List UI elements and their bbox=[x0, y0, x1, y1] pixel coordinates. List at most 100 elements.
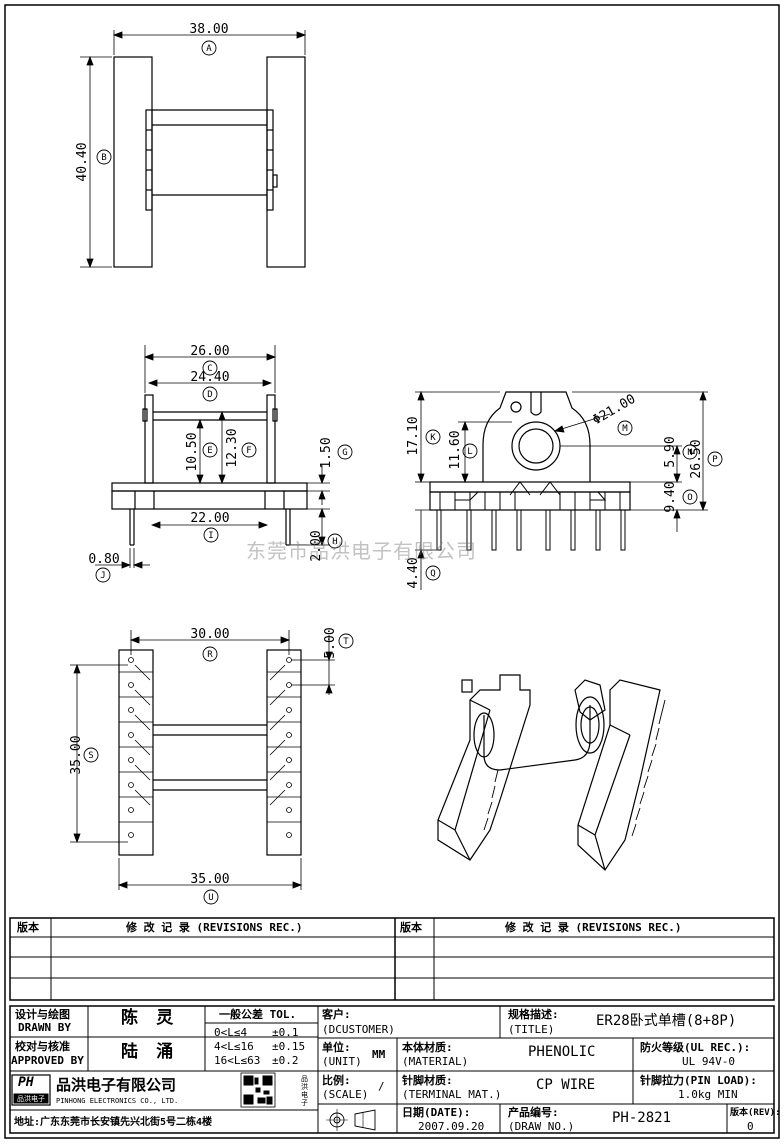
customer-label: 客户: bbox=[322, 1008, 351, 1021]
company-logo: PH bbox=[18, 1075, 34, 1090]
balloon-letter-e: E bbox=[207, 446, 212, 456]
dim-side-1710: 17.10 bbox=[406, 416, 421, 455]
revision-table bbox=[9, 917, 775, 1001]
revision-rec-header-left: 修 改 记 录 (REVISIONS REC.) bbox=[126, 921, 303, 934]
dim-bottom-3000: 30.00 bbox=[190, 627, 229, 642]
material-label: 本体材质: bbox=[402, 1041, 453, 1054]
drawno-en: (DRAW NO.) bbox=[508, 1120, 575, 1133]
tol-range-1: 0<L≤4 bbox=[214, 1026, 248, 1039]
balloon-letter-o: O bbox=[687, 493, 692, 503]
unit-value: MM bbox=[372, 1048, 386, 1061]
dim-side-940: 9.40 bbox=[663, 481, 678, 512]
revision-ver-header-right: 版本 bbox=[400, 921, 422, 934]
checker-label-en: APPROVED BY bbox=[11, 1054, 84, 1067]
balloon-letter-n: N bbox=[687, 448, 692, 458]
balloon-letter-g: G bbox=[342, 448, 347, 458]
spec-label: 规格描述: bbox=[508, 1008, 559, 1021]
scale-en: (SCALE) bbox=[322, 1088, 369, 1101]
balloon-letter-m: M bbox=[622, 424, 628, 434]
balloon-k bbox=[425, 429, 441, 445]
spec-value: ER28卧式单槽(8+8P) bbox=[596, 1013, 737, 1029]
balloon-j bbox=[95, 567, 111, 583]
rev-value: 0 bbox=[747, 1120, 754, 1133]
balloon-letter-s: S bbox=[88, 751, 93, 761]
dim-top-width: 38.00 bbox=[189, 22, 228, 37]
balloon-letter-q: Q bbox=[430, 569, 435, 579]
drawno-value: PH-2821 bbox=[612, 1110, 672, 1126]
designer-label-cn: 设计与绘图 bbox=[15, 1008, 70, 1021]
balloon-c bbox=[202, 360, 218, 376]
dim-front-1050: 10.50 bbox=[185, 432, 200, 471]
balloon-a bbox=[201, 40, 217, 56]
dim-side-1160: 11.60 bbox=[448, 430, 463, 469]
balloon-r bbox=[202, 646, 218, 662]
dim-bottom-3500-h: 35.00 bbox=[190, 872, 229, 887]
date-label: 日期(DATE): bbox=[402, 1106, 471, 1119]
spec-en: (TITLE) bbox=[508, 1023, 555, 1036]
dim-side-590: 5.90 bbox=[663, 436, 678, 467]
title-block bbox=[9, 1005, 775, 1134]
balloons bbox=[83, 40, 723, 905]
balloon-g bbox=[337, 444, 353, 460]
balloon-l bbox=[462, 443, 478, 459]
balloon-n bbox=[682, 444, 698, 460]
designer-name: 陈 灵 bbox=[121, 1008, 178, 1028]
balloon-letter-r: R bbox=[207, 650, 213, 660]
side-view-dims bbox=[415, 390, 708, 590]
balloon-letters: A B C D E F G H I J K L M N O P Q R S T … bbox=[88, 44, 718, 903]
rev-label: 版本(REV): bbox=[730, 1108, 781, 1118]
tol-range-3: 16<L≤63 bbox=[214, 1054, 261, 1067]
balloon-letter-b: B bbox=[101, 153, 106, 163]
scale-value: / bbox=[378, 1080, 385, 1093]
watermark: 东莞市品洪电子有限公司 bbox=[246, 539, 477, 563]
balloon-d bbox=[202, 386, 218, 402]
tol-value-1: ±0.1 bbox=[272, 1026, 299, 1039]
balloon-letter-l: L bbox=[467, 447, 472, 457]
dim-front-150: 1.50 bbox=[319, 437, 334, 468]
balloon-letter-j: J bbox=[100, 571, 105, 581]
revision-rec-header-right: 修 改 记 录 (REVISIONS REC.) bbox=[505, 921, 682, 934]
revision-ver-header-left: 版本 bbox=[17, 921, 39, 934]
terminal-en: (TERMINAL MAT.) bbox=[402, 1088, 502, 1101]
balloon-i bbox=[203, 527, 219, 543]
balloon-q bbox=[425, 565, 441, 581]
sheet-border bbox=[4, 4, 780, 1139]
company-side-text: 品洪电子 bbox=[301, 1075, 308, 1107]
dim-front-2440: 24.40 bbox=[190, 370, 229, 385]
front-view-dims bbox=[95, 345, 330, 569]
balloon-letter-t: T bbox=[343, 637, 349, 647]
balloon-o bbox=[682, 489, 698, 505]
pinload-value: 1.0kg MIN bbox=[678, 1088, 738, 1101]
bottom-view bbox=[118, 649, 302, 856]
unit-en: (UNIT) bbox=[322, 1055, 362, 1068]
balloon-u bbox=[203, 889, 219, 905]
checker-label-cn: 校对与核准 bbox=[15, 1040, 70, 1053]
dim-bottom-3500-v: 35.00 bbox=[69, 735, 84, 774]
designer-label-en: DRAWN BY bbox=[18, 1021, 71, 1034]
balloon-p bbox=[707, 451, 723, 467]
company-logo-sub: 品洪电子 bbox=[17, 1095, 45, 1103]
side-view bbox=[429, 391, 631, 551]
bottom-view-dims bbox=[70, 630, 335, 890]
customer-en: (DCUSTOMER) bbox=[322, 1023, 395, 1036]
terminal-value: CP WIRE bbox=[536, 1077, 596, 1093]
tol-title: 一般公差 TOL. bbox=[219, 1008, 297, 1021]
balloon-letter-p: P bbox=[712, 455, 718, 465]
top-view bbox=[113, 56, 306, 268]
balloon-letter-f: F bbox=[246, 446, 251, 456]
balloon-b bbox=[96, 149, 112, 165]
material-en: (MATERIAL) bbox=[402, 1055, 469, 1068]
tol-value-3: ±0.2 bbox=[272, 1054, 299, 1067]
company-address: 地址:广东东莞市长安镇先兴北街5号二栋4楼 bbox=[14, 1117, 213, 1128]
balloon-t bbox=[338, 633, 354, 649]
dimension-texts: 38.00 40.40 26.00 24.40 10.50 12.30 1.50… bbox=[69, 22, 704, 887]
dim-top-height: 40.40 bbox=[75, 142, 90, 181]
company-name-cn: 品洪电子有限公司 bbox=[56, 1076, 177, 1094]
balloon-letter-k: K bbox=[430, 433, 436, 443]
balloon-letter-d: D bbox=[207, 390, 212, 400]
balloon-letter-u: U bbox=[208, 893, 213, 903]
dim-side-440: 4.40 bbox=[406, 557, 421, 588]
fire-label: 防火等级(UL REC.): bbox=[640, 1041, 751, 1054]
